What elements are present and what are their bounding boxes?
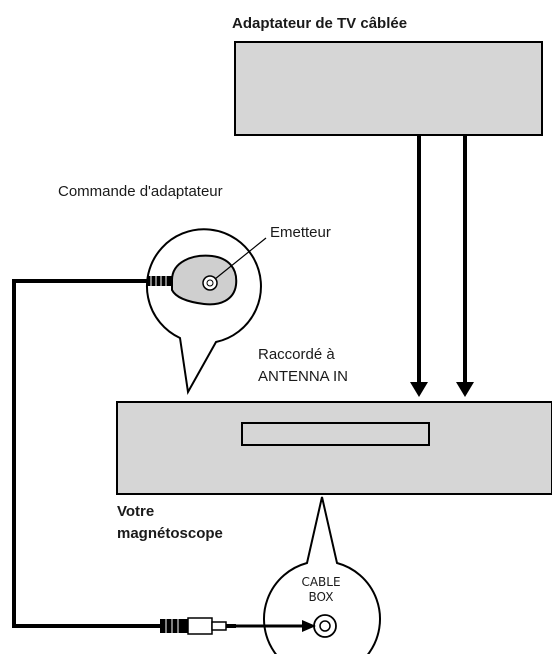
jack-callout-balloon: [263, 496, 381, 654]
emitter-plug-icon: [147, 276, 173, 286]
remote-control-label: Commande d'adaptateur: [58, 183, 223, 200]
vcr-label-line1: Votre: [117, 503, 154, 520]
vcr-label-line2: magnétoscope: [117, 525, 223, 542]
connected-to-label-line2: ANTENNA IN: [258, 368, 348, 385]
arrow-right-icon: [302, 620, 316, 632]
emitter-label: Emetteur: [270, 224, 331, 241]
emitter-leader-line: [214, 237, 267, 280]
emitter-callout: [146, 228, 267, 396]
vcr-unit: [116, 401, 552, 495]
jack-label-line1: CABLE: [301, 575, 340, 589]
cable-box-adapter: [234, 41, 543, 136]
cable-box-jack-callout: CABLE BOX: [263, 496, 381, 654]
antenna-cables: [410, 135, 474, 397]
connected-to-label-line1: Raccordé à: [258, 346, 335, 363]
vcr-tape-slot: [241, 422, 430, 446]
cable-box-adapter-label: Adaptateur de TV câblée: [232, 15, 407, 32]
emitter-cable: [12, 279, 160, 628]
jack-label-line2: BOX: [309, 590, 334, 604]
mini-plug-icon: [160, 617, 236, 635]
arrow-down-icon: [456, 382, 474, 397]
emitter-eye-icon: [202, 275, 218, 291]
callout-balloon: [146, 228, 262, 396]
arrow-down-icon: [410, 382, 428, 397]
